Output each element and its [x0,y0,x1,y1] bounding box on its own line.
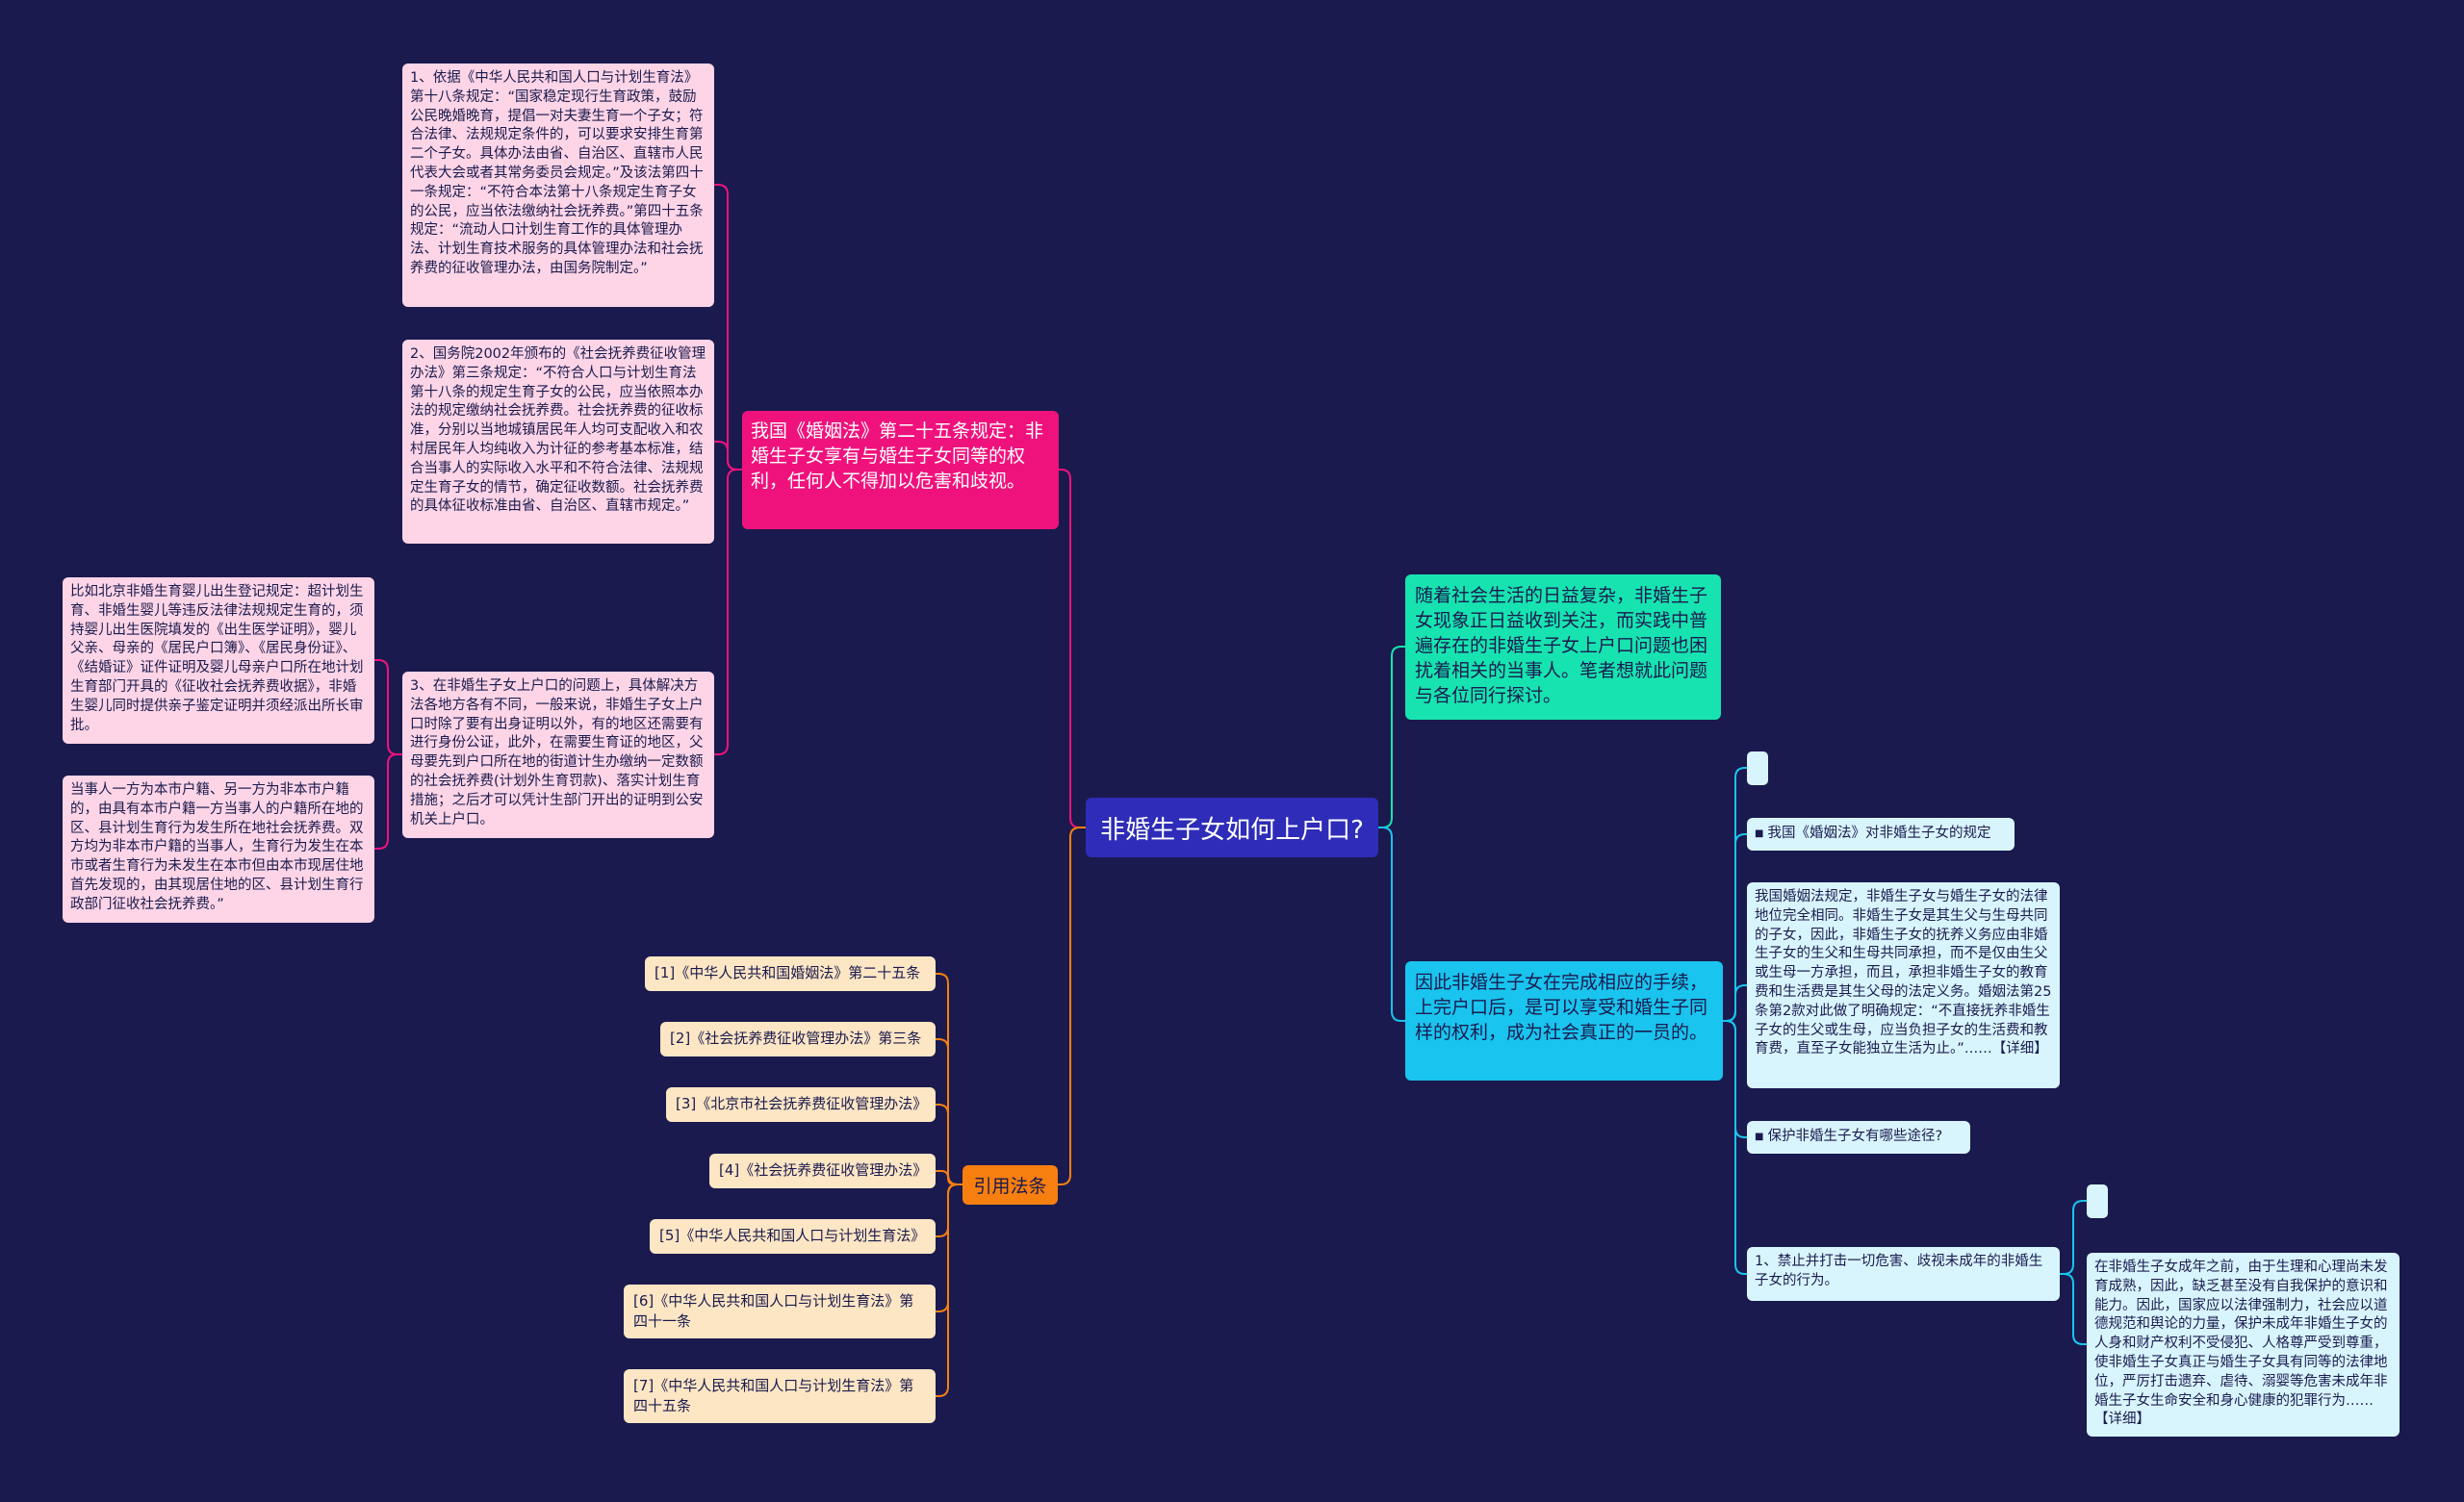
note-household-registration-cases[interactable]: 当事人一方为本市户籍、另一方为非本市户籍的，由具有本市户籍一方当事人的户籍所在地… [63,776,374,923]
note-registration-methods[interactable]: 3、在非婚生子女上户口的问题上，具体解决方法各地方各有不同，一般来说，非婚生子女… [402,672,714,838]
note-population-law[interactable]: 1、依据《中华人民共和国人口与计划生育法》第十八条规定：“国家稳定现行生育政策，… [402,64,714,307]
reference-item[interactable]: [4]《社会抚养费征收管理办法》 [709,1154,936,1188]
note-beijing-birth-registration[interactable]: 比如北京非婚生育婴儿出生登记规定：超计划生育、非婚生婴儿等违反法律法规规定生育的… [63,577,374,744]
link-ref-7 [936,1184,962,1397]
reference-item[interactable]: [5]《中华人民共和国人口与计划生育法》 [650,1219,936,1254]
empty-node[interactable] [2087,1184,2108,1218]
link-root-green [1378,646,1405,828]
note-social-maintenance-fee[interactable]: 2、国务院2002年颁布的《社会抚养费征收管理办法》第三条规定：“不符合人口与计… [402,340,714,544]
note-protection-detail[interactable]: 在非婚生子女成年之前，由于生理和心理尚未发育成熟，因此，缺乏甚至没有自我保护的意… [2087,1253,2400,1437]
topic-label: 保护非婚生子女有哪些途径? [1767,1129,1943,1145]
topic-marriage-law-provisions[interactable]: ■我国《婚姻法》对非婚生子女的规定 [1747,818,2015,851]
square-bullet-icon: ■ [1755,828,1764,840]
branch-references[interactable]: 引用法条 [962,1165,1058,1205]
note-prohibit-discrimination[interactable]: 1、禁止并打击一切危害、歧视未成年的非婚生子女的行为。 [1747,1247,2060,1301]
link-blue-5 [1723,1020,1747,1275]
square-bullet-icon: ■ [1755,1132,1764,1143]
reference-item[interactable]: [3]《北京市社会抚养费征收管理办法》 [666,1087,936,1122]
branch-introduction[interactable]: 随着社会生活的日益复杂，非婚生子女现象正日益收到关注，而实践中普遍存在的非婚生子… [1405,574,1721,720]
link-pink-3 [714,469,742,755]
link-ref-4 [936,1170,962,1185]
link-pink-gc2 [374,753,402,850]
branch-marriage-law-article-25[interactable]: 我国《婚姻法》第二十五条规定：非婚生子女享有与婚生子女同等的权利，任何人不得加以… [742,411,1059,529]
link-root-pink [1059,469,1086,828]
link-ref-3 [936,1104,962,1185]
link-blue-gc1 [2060,1200,2087,1275]
reference-item[interactable]: [2]《社会抚养费征收管理办法》第三条 [660,1022,936,1056]
link-pink-2 [714,441,742,471]
link-root-blue [1378,827,1405,1022]
reference-item[interactable]: [7]《中华人民共和国人口与计划生育法》第四十五条 [624,1369,936,1423]
link-pink-gc1 [374,659,402,755]
root-topic[interactable]: 非婚生子女如何上户口? [1086,798,1378,857]
note-legal-status[interactable]: 我国婚姻法规定，非婚生子女与婚生子女的法律地位完全相同。非婚生子女是其生父与生母… [1747,882,2060,1088]
topic-protection-methods[interactable]: ■保护非婚生子女有哪些途径? [1747,1121,1970,1154]
link-blue-3 [1723,984,1747,1022]
link-blue-gc2 [2060,1273,2087,1345]
branch-conclusion[interactable]: 因此非婚生子女在完成相应的手续，上完户口后，是可以享受和婚生子同样的权利，成为社… [1405,961,1723,1081]
reference-item[interactable]: [6]《中华人民共和国人口与计划生育法》第四十一条 [624,1285,936,1338]
reference-item[interactable]: [1]《中华人民共和国婚姻法》第二十五条 [645,956,936,991]
empty-node[interactable] [1747,751,1768,785]
topic-label: 我国《婚姻法》对非婚生子女的规定 [1767,826,1991,842]
link-pink-1 [714,184,742,471]
link-root-orange [1058,827,1086,1185]
